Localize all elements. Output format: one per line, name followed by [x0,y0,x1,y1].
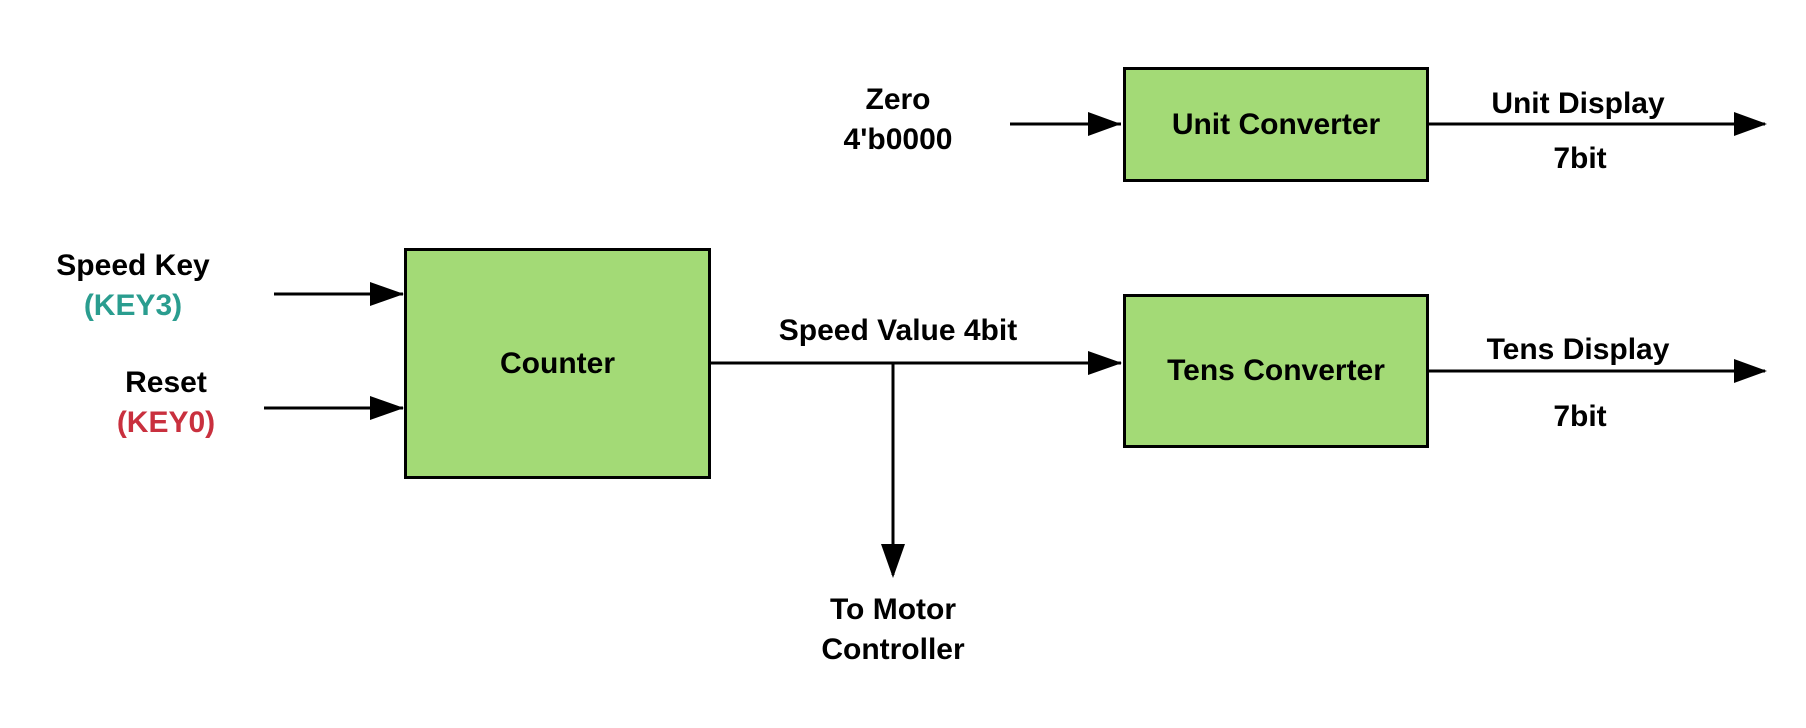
speed-value-arrowhead [1088,351,1122,375]
motor-label-line1: To Motor [829,593,957,626]
zero-label: Zero 4'b0000 [844,80,953,160]
zero-to-unit-arrowhead [1088,112,1121,136]
tens-display-arrowhead [1734,359,1767,383]
tens-bits-label: 7bit [1553,400,1607,433]
counter-label: Counter [500,346,615,380]
reset-arrowhead [370,396,404,420]
motor-label-line2: Controller [821,633,965,666]
speed-value-label: Speed Value 4bit [778,314,1018,347]
tens-converter-label: Tens Converter [1167,354,1385,387]
tens-converter-block: Tens Converter [1123,294,1429,448]
counter-block: Counter [404,248,711,479]
reset-label: Reset (KEY0) [117,363,215,443]
speed-key-label: Speed Key (KEY3) [56,246,209,326]
unit-converter-block: Unit Converter [1123,67,1429,182]
to-motor-arrowhead [881,544,905,578]
reset-text: Reset [125,366,207,399]
unit-bits-label: 7bit [1553,142,1607,175]
speed-key-arrowhead [370,282,404,306]
speed-key-text: Speed Key [56,249,210,282]
tens-display-label: Tens Display [1486,333,1670,366]
motor-controller-label: To Motor Controller [821,590,964,670]
speed-key-code: (KEY3) [83,289,183,322]
unit-display-arrowhead [1734,112,1767,136]
unit-display-label: Unit Display [1491,87,1665,120]
unit-converter-label: Unit Converter [1171,107,1381,141]
reset-code: (KEY0) [116,406,216,439]
zero-label-line1: Zero [865,83,931,116]
zero-label-line2: 4'b0000 [843,123,953,156]
